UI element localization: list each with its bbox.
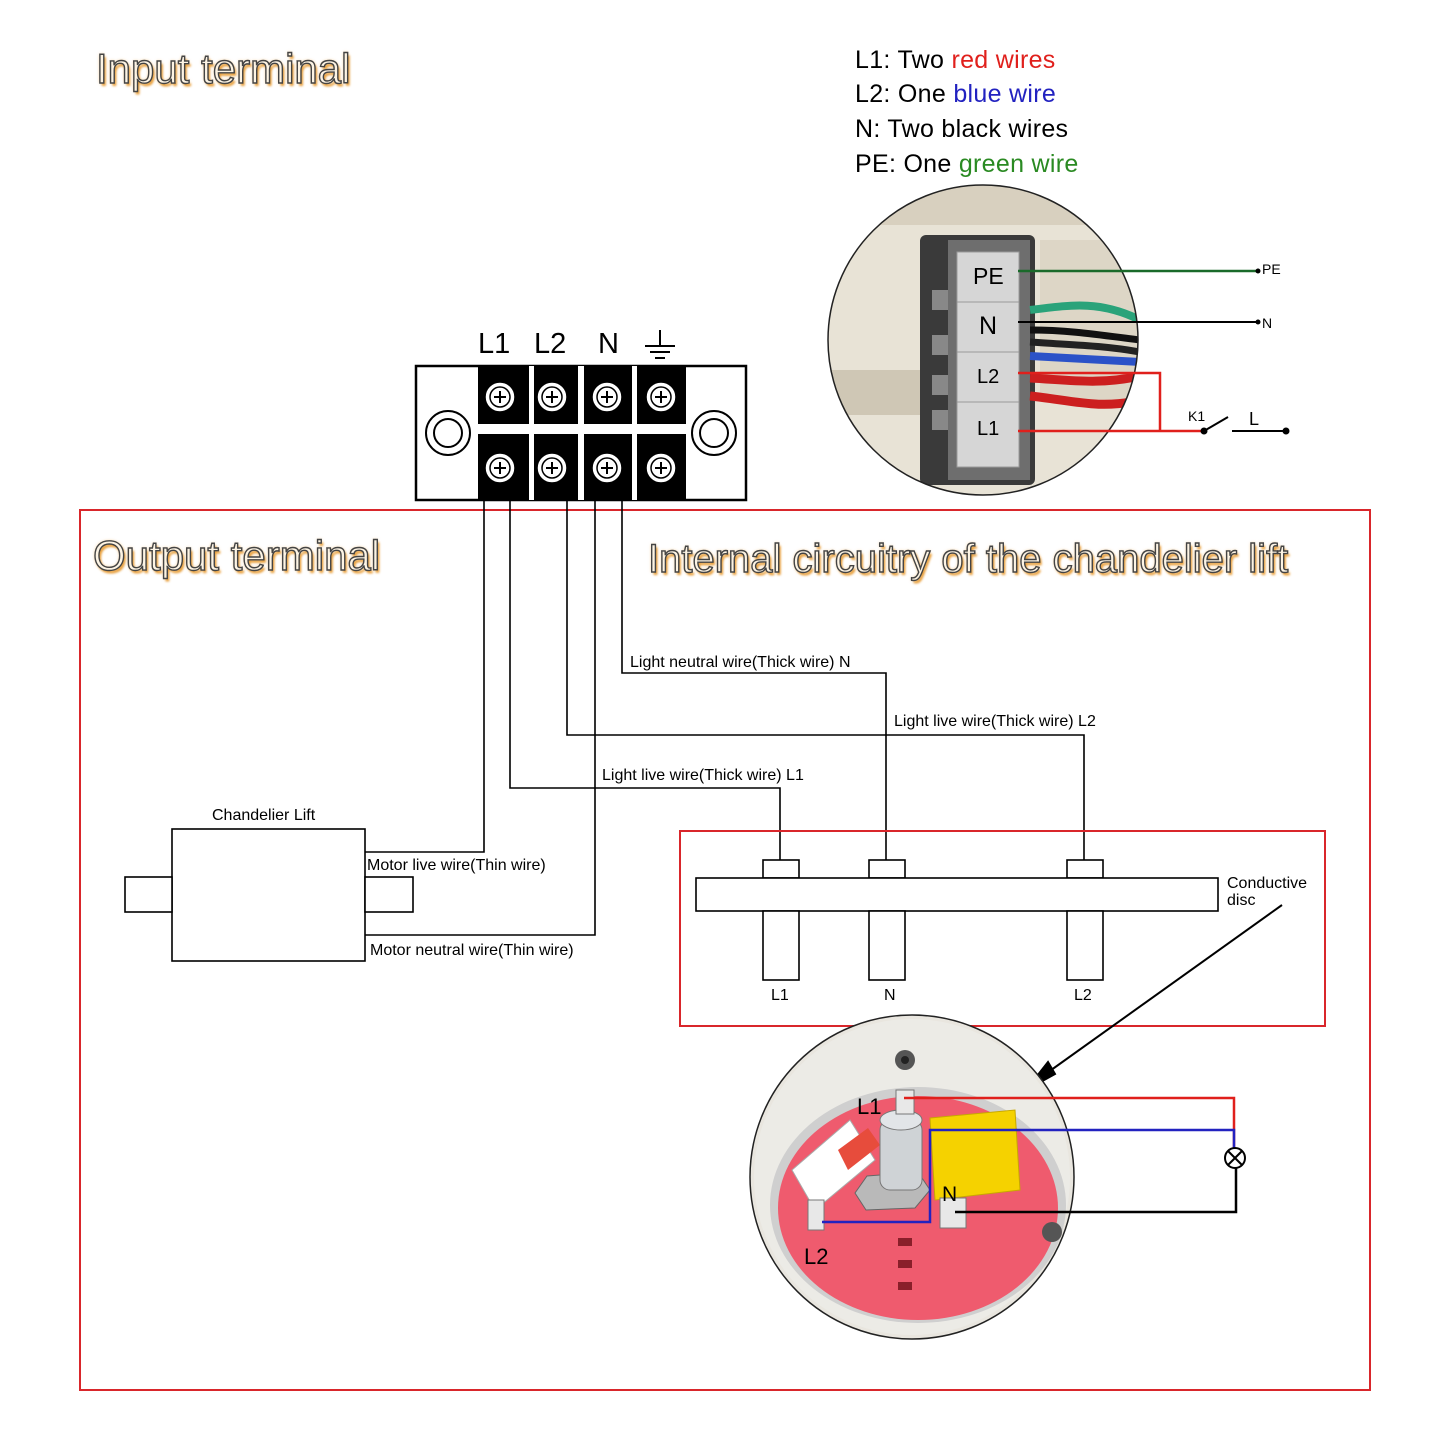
legend-l1: L1: Two red wires <box>855 46 1056 74</box>
conductive-disc-label-2: disc <box>1227 892 1256 909</box>
photo-slot-pe: PE <box>973 263 1004 289</box>
terminal-label-n: N <box>598 328 619 360</box>
internal-circuitry-title: Internal circuitry of the chandelier lif… <box>647 536 1289 581</box>
wire-end-pe: PE <box>1262 261 1281 277</box>
legend-n: N: Two black wires <box>855 115 1069 143</box>
conductive-disc-schematic <box>695 859 1219 981</box>
disc-pin-n: N <box>884 987 896 1004</box>
chandelier-lift-title: Chandelier Lift <box>212 807 316 824</box>
motor-live-wire-label: Motor live wire(Thin wire) <box>367 857 546 874</box>
disc-photo-n: N <box>942 1183 958 1206</box>
disc-pin-l1: L1 <box>771 987 789 1004</box>
output-section-frame <box>79 509 1371 1391</box>
wire-end-n: N <box>1262 315 1273 331</box>
terminal-photo <box>827 184 1290 496</box>
disc-pin-l2: L2 <box>1074 987 1092 1004</box>
legend-l2: L2: One blue wire <box>855 80 1057 108</box>
chandelier-lift-motor <box>124 828 414 962</box>
switch-k1-icon <box>1200 416 1290 435</box>
light-neutral-wire-label: Light neutral wire(Thick wire) N <box>630 654 851 671</box>
photo-slot-l1: L1 <box>977 418 1000 440</box>
disc-photo <box>749 1014 1246 1340</box>
terminal-label-l1: L1 <box>478 328 511 360</box>
light-live-l1-wire-label: Light live wire(Thick wire) L1 <box>602 767 804 784</box>
internal-wires <box>365 490 1085 936</box>
photo-slot-l2: L2 <box>977 366 1000 388</box>
terminal-label-l2: L2 <box>534 328 567 360</box>
conductive-disc-label-1: Conductive <box>1227 875 1308 892</box>
disc-photo-l1: L1 <box>857 1094 882 1119</box>
conductive-disc-frame <box>679 830 1326 1027</box>
disc-photo-l2: L2 <box>804 1244 829 1269</box>
output-terminal-title: Output terminal <box>92 531 381 579</box>
switch-line-label: L <box>1249 409 1260 429</box>
earth-ground-icon <box>645 330 675 359</box>
screw-icon <box>484 381 677 484</box>
motor-neutral-wire-label: Motor neutral wire(Thin wire) <box>370 942 574 959</box>
light-live-l2-wire-label: Light live wire(Thick wire) L2 <box>894 713 1096 730</box>
pointer-arrow <box>1025 904 1283 1091</box>
legend-pe: PE: One green wire <box>855 150 1079 178</box>
photo-slot-n: N <box>979 312 998 340</box>
lamp-icon <box>1224 1147 1246 1169</box>
terminal-block <box>414 330 748 502</box>
switch-k1-label: K1 <box>1188 408 1206 424</box>
input-terminal-title: Input terminal <box>95 44 351 92</box>
